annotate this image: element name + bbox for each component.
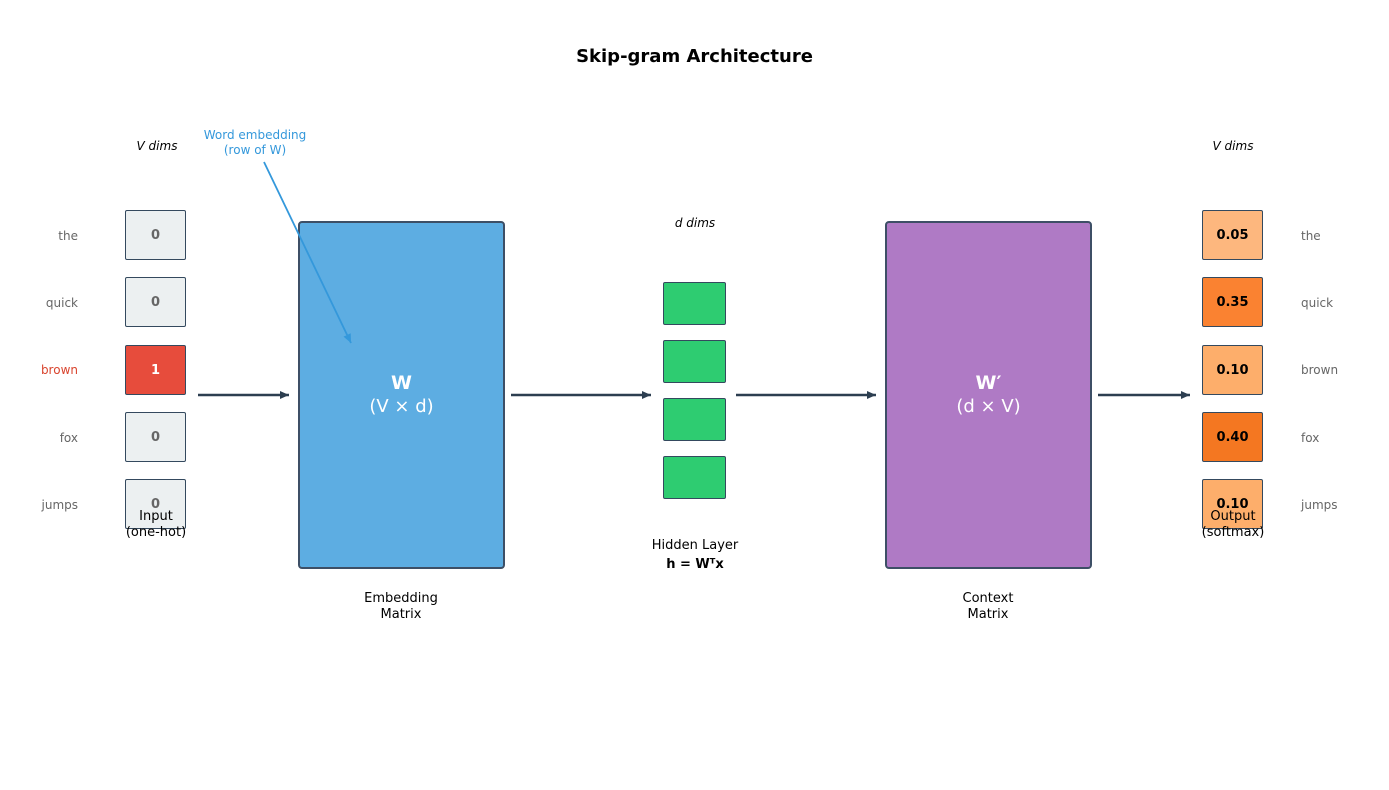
annotation-line2: (row of W): [223, 143, 287, 157]
input-cell: 0: [125, 412, 186, 462]
input-caption-line2: (one-hot): [125, 525, 187, 540]
hidden-caption-line1: Hidden Layer: [651, 538, 739, 553]
input-caption: Input (one-hot): [96, 509, 216, 541]
hidden-dims-label: d dims: [674, 216, 716, 230]
input-word-label: jumps: [41, 498, 79, 512]
input-word-label: the: [58, 229, 78, 243]
hidden-caption: Hidden Layer h = Wᵀx: [615, 538, 775, 573]
input-word-label: quick: [45, 296, 78, 310]
output-word-label: quick: [1301, 296, 1334, 310]
output-caption: Output (softmax): [1173, 509, 1293, 541]
hidden-formula: h = Wᵀx: [666, 557, 724, 572]
embedding-caption-line2: Matrix: [380, 607, 422, 622]
hidden-unit: [663, 282, 726, 325]
output-cell: 0.05: [1202, 210, 1263, 260]
output-word-label: brown: [1301, 363, 1339, 377]
input-word-label: fox: [59, 431, 78, 445]
context-caption: Context Matrix: [918, 591, 1058, 623]
output-cell: 0.10: [1202, 479, 1263, 529]
output-word-label: fox: [1301, 431, 1320, 445]
input-word-label-active: brown: [40, 363, 78, 377]
embedding-caption-line1: Embedding: [364, 591, 438, 606]
context-matrix: W′ (d × V): [885, 221, 1092, 569]
embedding-matrix-symbol: W: [391, 372, 412, 394]
context-caption-line1: Context: [962, 591, 1014, 606]
output-cell: 0.40: [1202, 412, 1263, 462]
context-matrix-symbol: W′: [975, 372, 1002, 394]
output-cell: 0.10: [1202, 345, 1263, 395]
annotation-arrow: [263, 161, 352, 344]
input-cell: 0: [125, 210, 186, 260]
embedding-matrix-shape: (V × d): [369, 396, 434, 417]
annotation-line1: Word embedding: [203, 128, 307, 142]
hidden-unit: [663, 398, 726, 441]
context-caption-line2: Matrix: [967, 607, 1009, 622]
output-word-label: jumps: [1301, 498, 1338, 512]
input-cell: 0: [125, 277, 186, 327]
hidden-unit: [663, 340, 726, 383]
input-caption-line1: Input: [139, 509, 173, 524]
hidden-unit: [663, 456, 726, 499]
output-cell: 0.35: [1202, 277, 1263, 327]
embedding-caption: Embedding Matrix: [331, 591, 471, 623]
output-caption-line1: Output: [1210, 509, 1256, 524]
output-word-label: the: [1301, 229, 1321, 243]
word-embedding-annotation: Word embedding (row of W): [190, 128, 320, 158]
input-cell: 0: [125, 479, 186, 529]
input-dims-label: V dims: [136, 139, 178, 153]
output-dims-label: V dims: [1212, 139, 1254, 153]
embedding-matrix: W (V × d): [298, 221, 505, 569]
input-cell-hot: 1: [125, 345, 186, 395]
output-caption-line2: (softmax): [1201, 525, 1265, 540]
context-matrix-shape: (d × V): [956, 396, 1021, 417]
diagram-title: Skip-gram Architecture: [576, 46, 813, 67]
